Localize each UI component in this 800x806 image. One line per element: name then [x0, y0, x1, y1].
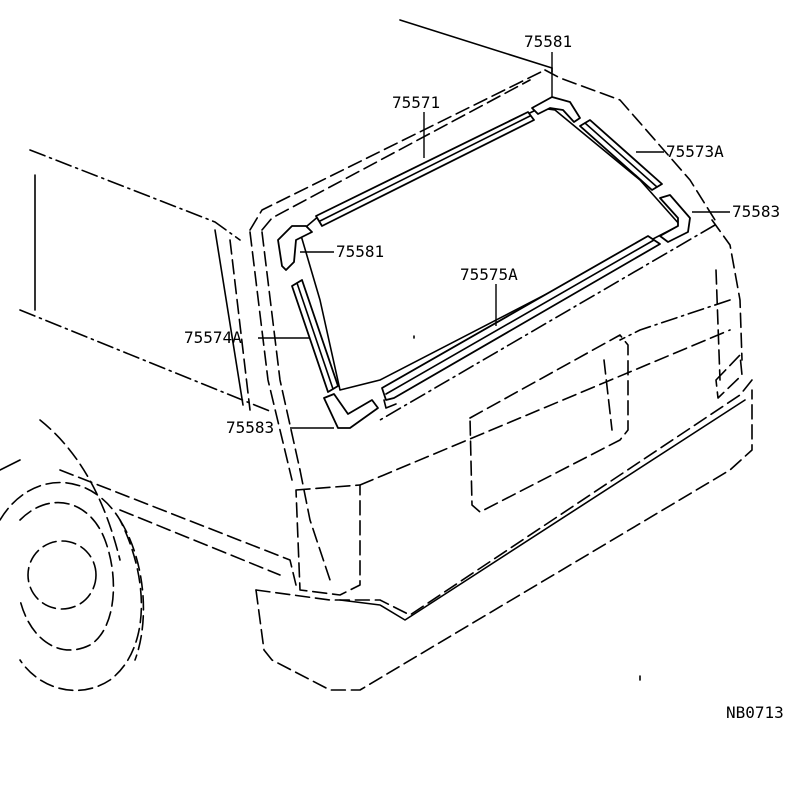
car-body-outline — [0, 19, 753, 692]
leader-lines — [258, 52, 730, 429]
label-top-clip: 75581 — [524, 32, 572, 51]
label-left-upper-clip: 75581 — [336, 242, 384, 261]
part-labels: 75581 75571 75573A 75583 75581 75575A 75… — [184, 32, 784, 722]
left-upper-clip-part — [277, 225, 313, 271]
label-left-corner: 75583 — [226, 418, 274, 437]
molding-parts — [277, 96, 691, 429]
diagram-code: NB0713 — [726, 703, 784, 722]
left-corner-part — [323, 393, 379, 429]
right-corner-part — [659, 194, 691, 243]
label-upper-molding: 75571 — [392, 93, 440, 112]
label-right-corner: 75583 — [732, 202, 780, 221]
label-left-molding: 75574A — [184, 328, 242, 347]
label-right-molding: 75573A — [666, 142, 724, 161]
top-corner-clip-part — [531, 96, 581, 123]
label-lower-molding: 75575A — [460, 265, 518, 284]
